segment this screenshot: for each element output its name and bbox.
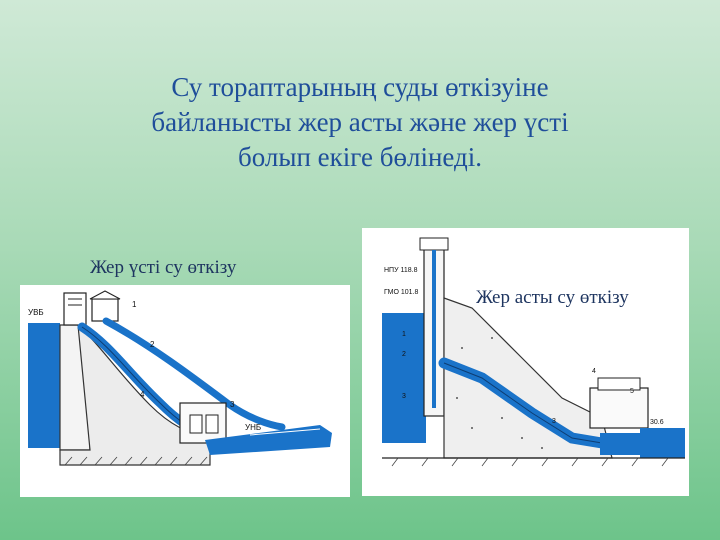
upper-reservoir-water [28,323,60,448]
intake-crane [419,237,449,251]
label-30-6: 30.6 [650,419,664,426]
tailwater [640,428,685,458]
label-4: 4 [140,390,145,399]
powerhouse [179,402,227,444]
label-npu: НПУ 118.8 [384,267,418,274]
surface-conduit-caption: Жер үсті су өткізу [90,257,237,278]
slide-title: Су тораптарының суды өткізуіне байланыст… [60,70,660,175]
title-line-1: Су тораптарының суды өткізуіне [171,72,549,102]
intake-tower [63,292,87,326]
label-3: 3 [402,393,406,400]
surface-conduit-diagram: УВБ УНБ 1 2 3 4 [20,285,350,497]
upper-reservoir-water [382,313,426,443]
title-line-3: болып екіге бөлінеді. [237,142,483,172]
underground-conduit-diagram: НПУ 118.8 ГМО 101.8 1 2 3 3 4 5 30.6 [362,228,689,496]
tailrace-water [205,425,332,455]
label-gmo: ГМО 101.8 [384,289,418,296]
gate-house-roof [89,290,121,300]
turbine-unit [189,414,203,434]
title-line-2: байланысты жер асты және жер үсті [151,107,569,137]
powerhouse [589,387,649,429]
label-2: 2 [150,340,155,349]
label-unb: УНБ [245,423,261,432]
label-3: 3 [230,400,235,409]
upper-conduit [102,317,286,431]
label-uvb: УВБ [28,308,44,317]
surface-conduit-drawing: УВБ УНБ 1 2 3 4 [28,290,332,466]
label-1: 1 [132,300,137,309]
label-4: 4 [592,368,596,375]
tunnel-outline [443,362,603,444]
label-5: 5 [630,388,634,395]
ground-hatching [64,456,208,466]
turbine-chamber [600,433,640,455]
underground-conduit-drawing: НПУ 118.8 ГМО 101.8 1 2 3 3 4 5 30.6 [382,237,685,467]
ground-hatching [391,457,669,467]
label-1: 1 [402,331,406,338]
label-2: 2 [402,351,406,358]
generator-unit [205,414,219,434]
underground-conduit-caption: Жер асты су өткізу [476,287,629,308]
label-3b: 3 [552,418,556,425]
water-line [249,428,321,436]
powerhouse-roof [597,377,641,391]
